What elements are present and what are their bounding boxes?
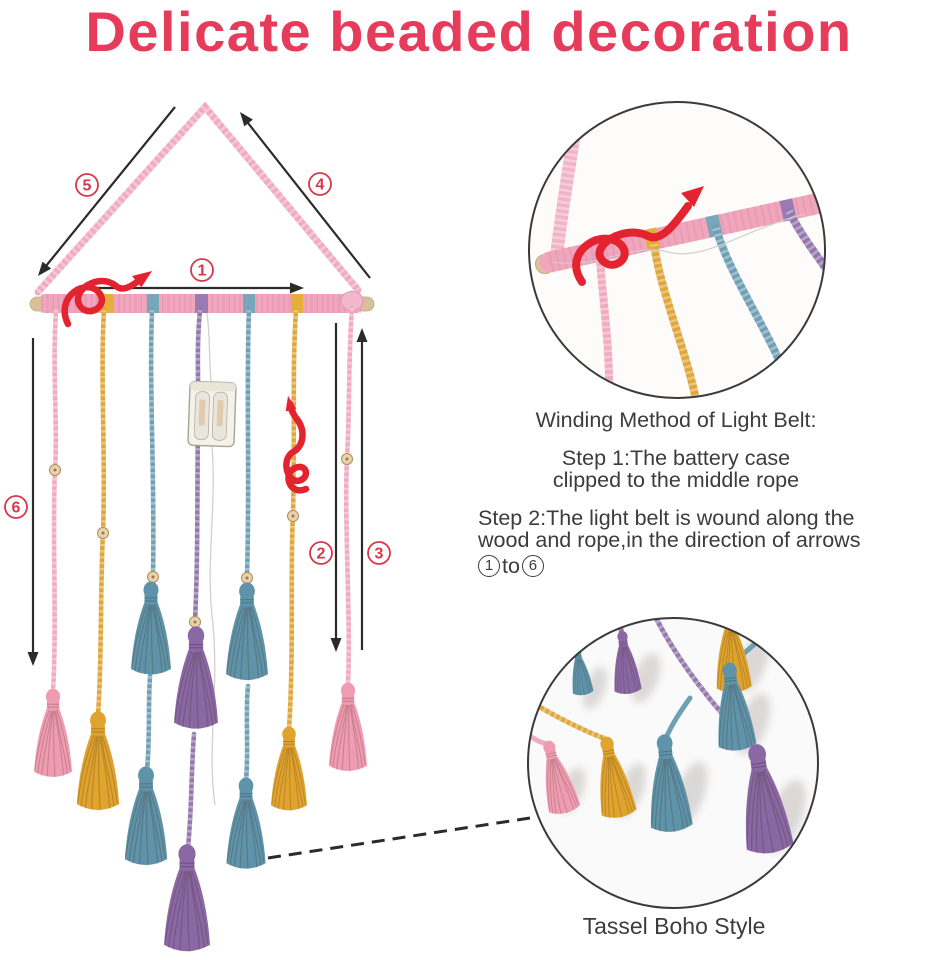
page-title: Delicate beaded decoration (85, 0, 853, 63)
bead (341, 453, 353, 465)
triangle-hanging-rope (34, 101, 362, 296)
tassel-blue (225, 581, 269, 682)
arrow-label-2: 2 (309, 541, 333, 565)
arrow-label-1: 1 (190, 258, 214, 282)
tassel-blue (130, 580, 172, 676)
svg-text:5: 5 (83, 178, 92, 195)
tassel-blue (225, 776, 267, 870)
wood-beads (49, 453, 353, 628)
inset-bottom-circle (527, 617, 819, 909)
bead (189, 616, 201, 628)
tassel-yellow (76, 710, 120, 812)
rod-wrap-blue (243, 294, 255, 313)
winding-direction-arrows (27, 106, 371, 666)
step1-line2: clipped to the middle rope (552, 468, 800, 492)
arrow-label-6: 6 (4, 495, 28, 519)
rod-wrap-purple (195, 294, 208, 313)
dashed-connector-line (267, 816, 531, 860)
bead (241, 572, 253, 584)
svg-text:4: 4 (316, 177, 325, 194)
bead (49, 464, 61, 476)
svg-text:2: 2 (317, 546, 326, 563)
range-end-circled-number: 6 (521, 555, 544, 577)
step1-text: Step 1:The battery case clipped to the m… (474, 447, 878, 491)
range-word: to (502, 554, 520, 578)
tassel-yellow (270, 726, 308, 812)
red-spiral-arrow-rope (283, 396, 310, 494)
svg-text:1: 1 (198, 263, 207, 280)
step1-line1: Step 1:The battery case (561, 446, 791, 470)
bead (97, 527, 109, 539)
winding-method-heading: Winding Method of Light Belt: (535, 408, 817, 432)
inset-top-circle (528, 101, 826, 399)
arrow-label-4: 4 (308, 172, 332, 196)
tassel-purple (163, 843, 211, 953)
tassel-purple (173, 625, 219, 730)
battery-case (187, 380, 237, 448)
rod-wrap-yellow (291, 294, 303, 313)
step2-line2: wood and rope,in the direction of arrows (478, 528, 861, 552)
svg-text:3: 3 (375, 546, 384, 563)
svg-text:6: 6 (12, 500, 21, 517)
step2-line1: Step 2:The light belt is wound along the (478, 506, 855, 530)
tassel-blue (124, 765, 168, 867)
step2-arrow-range: 1 to 6 (478, 554, 880, 578)
arrow-label-3: 3 (367, 541, 391, 565)
tassels (33, 580, 368, 953)
hanging-rod (29, 291, 375, 313)
red-spiral-arrow-inset (572, 186, 704, 286)
arrow-number-labels: 1 2 3 4 5 6 (4, 172, 391, 565)
tassel-style-caption: Tassel Boho Style (582, 913, 766, 939)
fairy-light-wire (206, 312, 216, 806)
bead (147, 571, 159, 583)
tassel-pink (33, 688, 73, 778)
rod-wrap-blue (147, 294, 159, 313)
tassel-pink (328, 682, 368, 772)
red-spiral-arrow-rod (61, 271, 152, 328)
range-start-circled-number: 1 (478, 555, 500, 577)
step2-text: Step 2:The light belt is wound along the… (478, 507, 880, 578)
bead (287, 510, 299, 522)
arrow-label-5: 5 (75, 173, 99, 197)
